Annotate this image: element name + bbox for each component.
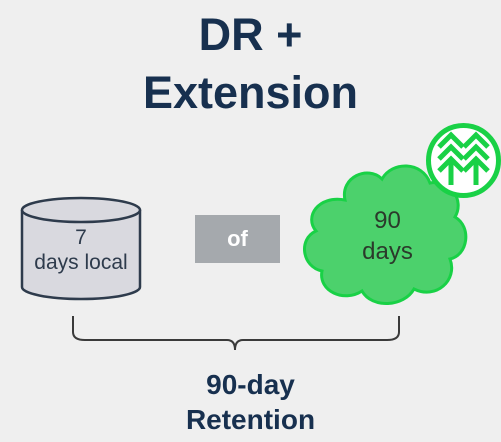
slide-title: DR + Extension (0, 6, 501, 122)
chevron-tree-logo-icon (426, 123, 501, 198)
local-storage-unit: days local (34, 251, 128, 274)
retention-brace-icon (65, 312, 415, 352)
local-storage-cylinder-icon (20, 195, 142, 301)
local-storage-value: 7 (75, 226, 87, 249)
cloud-storage-label: 90 days (330, 205, 445, 267)
of-connector-box: of (195, 215, 280, 263)
cloud-storage-value: 90 (374, 207, 401, 234)
cloud-storage-icon (300, 155, 470, 310)
local-storage-label: 7 days local (20, 225, 142, 275)
title-line-1: DR + (198, 9, 303, 60)
retention-caption-line-1: 90-day (206, 369, 295, 400)
retention-caption-line-2: Retention (185, 404, 316, 435)
cloud-storage-unit: days (362, 238, 413, 265)
retention-caption: 90-day Retention (0, 367, 501, 437)
title-line-2: Extension (142, 67, 359, 118)
